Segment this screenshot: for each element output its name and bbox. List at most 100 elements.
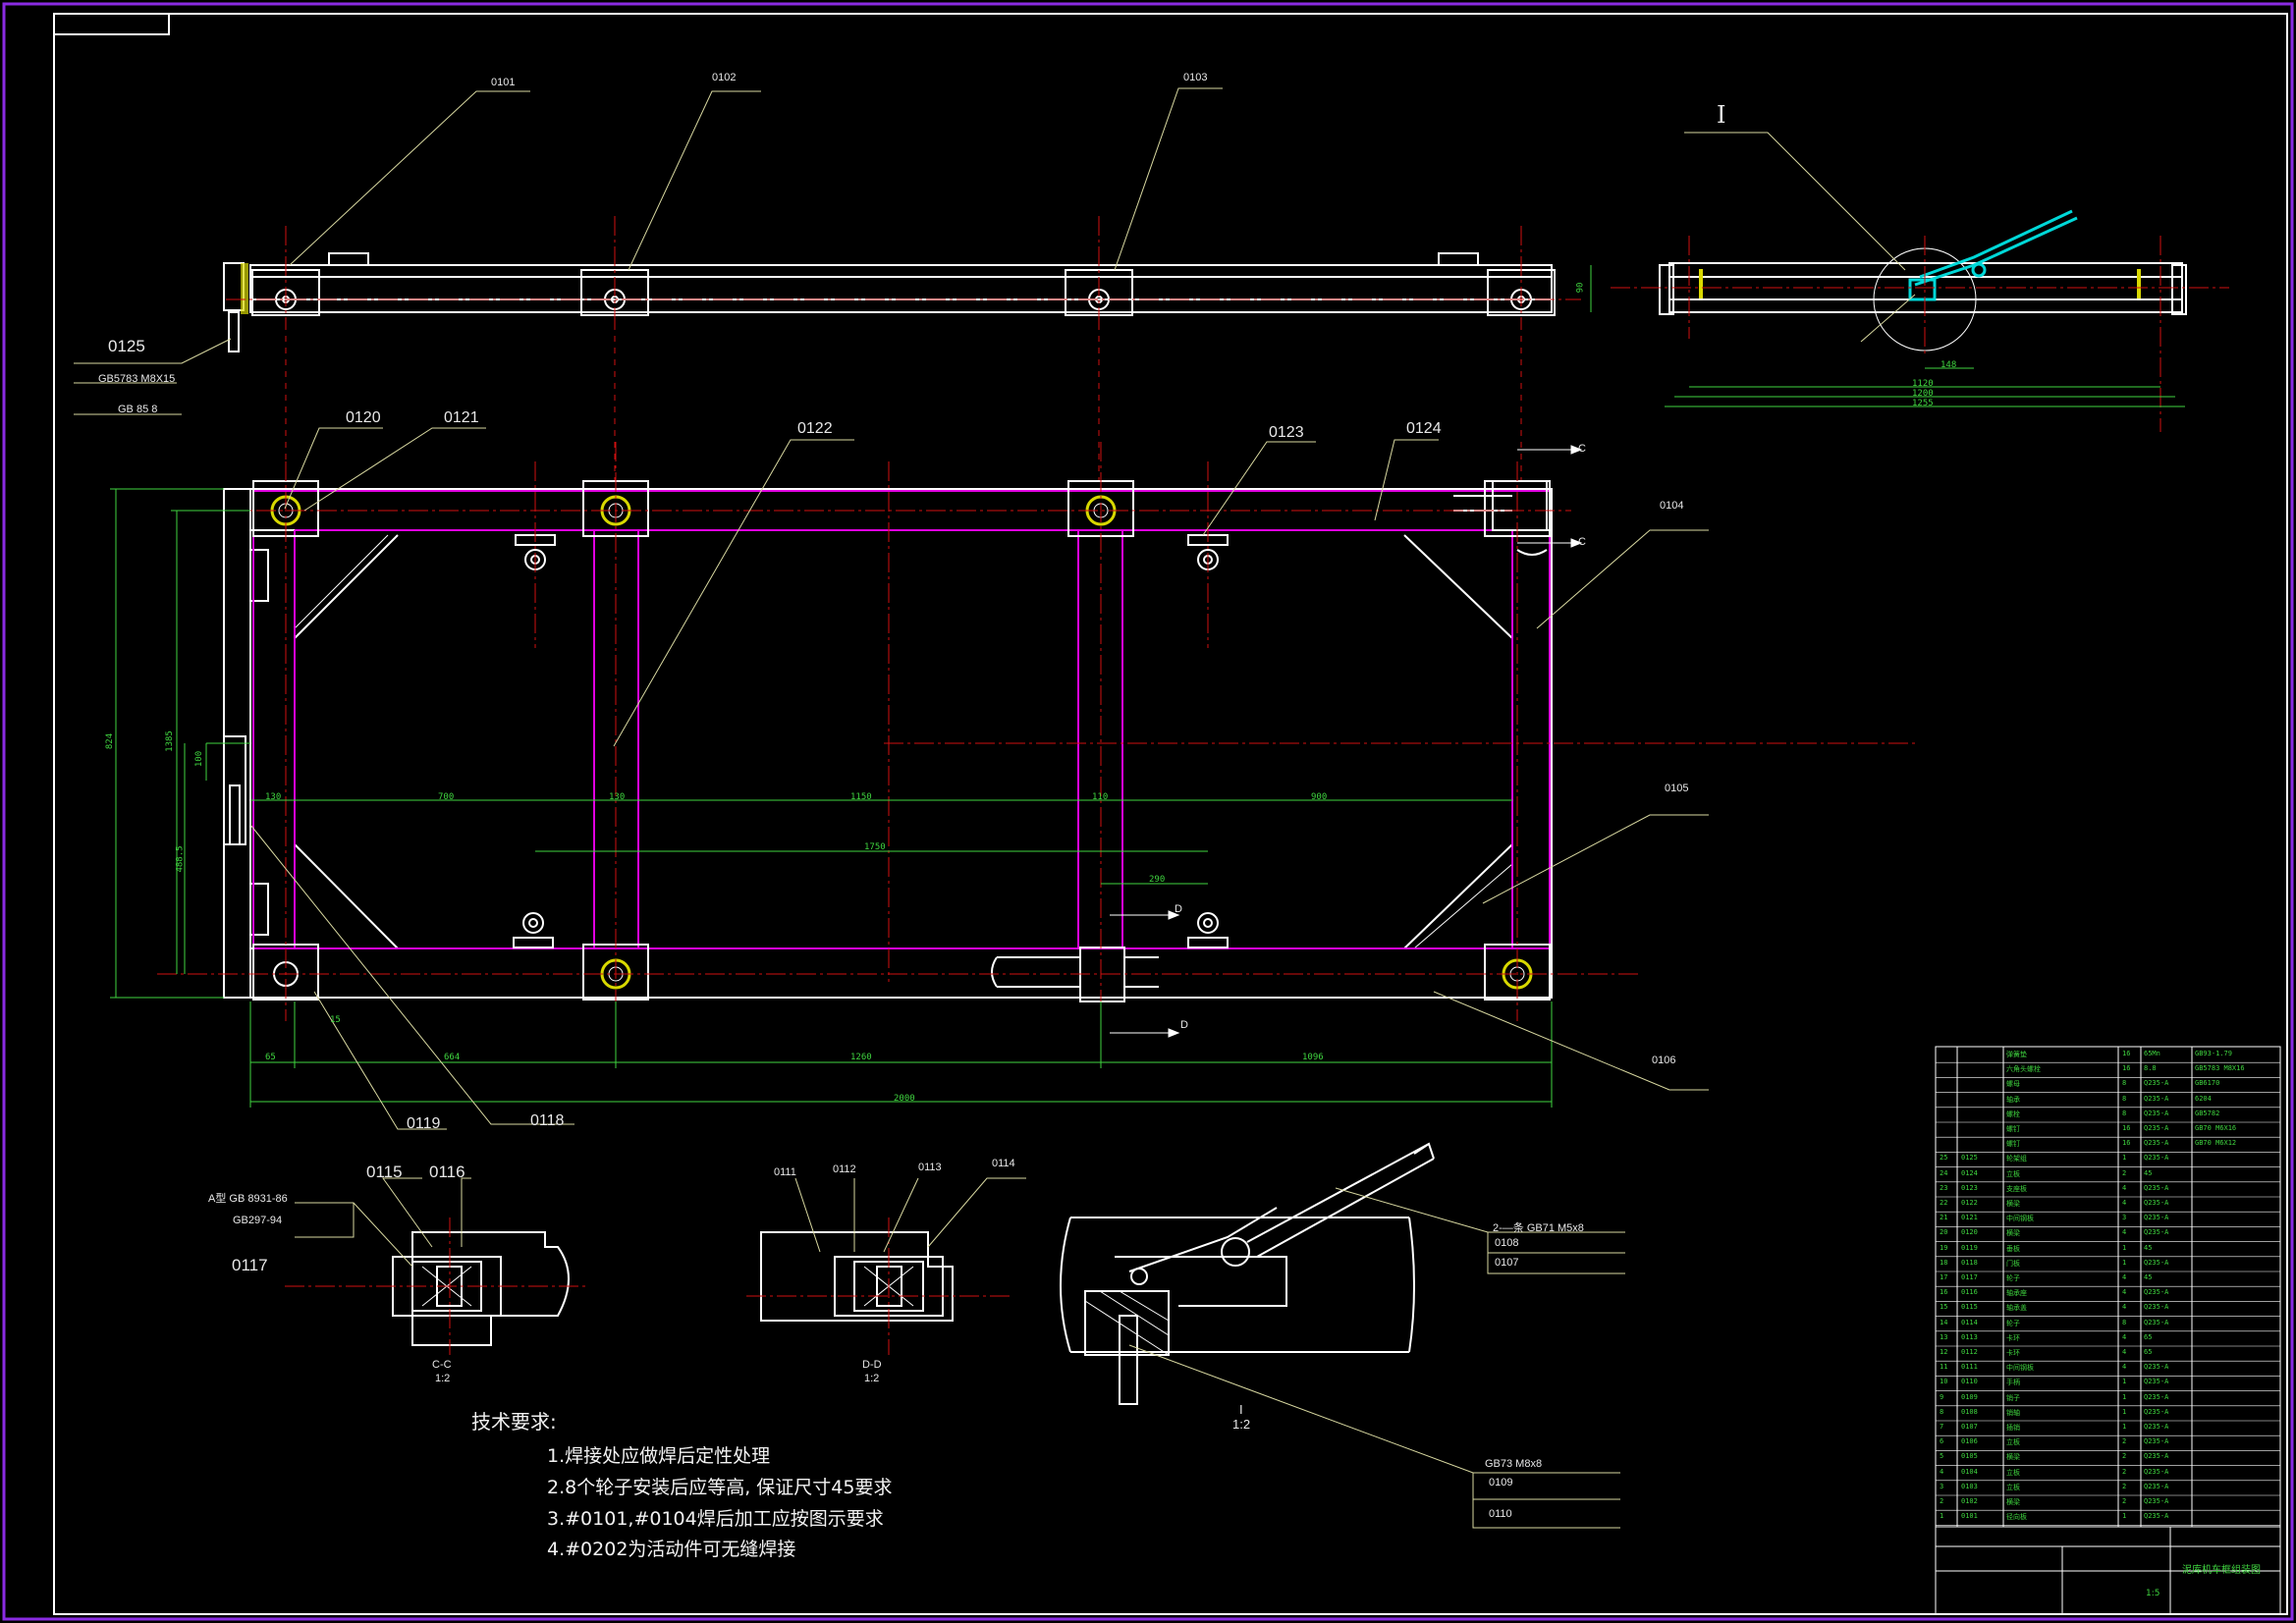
- bom-cell: 8: [2122, 1109, 2127, 1117]
- bom-cell: 销子: [2006, 1393, 2020, 1402]
- bom-cell: 12: [1940, 1348, 1948, 1356]
- bom-cell: 横梁: [2006, 1453, 2020, 1462]
- tech-requirement-4: 4.#0202为活动件可无缝焊接: [547, 1539, 796, 1560]
- bom-cell: 0123: [1961, 1183, 1978, 1192]
- bom-cell: Q235-A: [2144, 1363, 2169, 1372]
- dim-700: 700: [438, 792, 455, 802]
- bom-cell: 8: [2122, 1318, 2127, 1326]
- lock-mechanisms: [223, 480, 1548, 1002]
- bom-cell: 11: [1940, 1363, 1948, 1372]
- lifting-lugs: [513, 534, 1229, 948]
- part-label-0114: 0114: [992, 1158, 1015, 1169]
- part-label-0124: 0124: [1406, 420, 1442, 437]
- part-label-0107: 0107: [1495, 1257, 1519, 1269]
- bom-cell: Q235-A: [2144, 1124, 2169, 1132]
- bom-cell: GB5782: [2195, 1109, 2220, 1117]
- bom-cell: Q235-A: [2144, 1139, 2169, 1148]
- bom-cell: 1: [2122, 1378, 2127, 1386]
- bom-cell: 18: [1940, 1258, 1948, 1267]
- corner-wheel-blocks: [252, 480, 1551, 1001]
- bom-cell: 1: [2122, 1392, 2127, 1401]
- part-label-0113: 0113: [918, 1162, 942, 1173]
- bom-cell: 2: [1940, 1497, 1944, 1505]
- bom-cell: GB70 M6X16: [2195, 1124, 2237, 1132]
- dim-1385: 1385: [164, 730, 175, 752]
- bom-cell: Q235-A: [2144, 1228, 2169, 1237]
- bom-cell: 14: [1940, 1318, 1948, 1326]
- dim-1120: 1120: [1912, 379, 1934, 389]
- bom-cell: 支座板: [2006, 1184, 2027, 1193]
- dim-65: 65: [265, 1053, 276, 1062]
- bom-cell: 0121: [1961, 1214, 1978, 1222]
- dim-664: 664: [444, 1053, 461, 1062]
- bom-cell: 立板: [2006, 1483, 2020, 1491]
- dim-130a: 130: [265, 792, 282, 802]
- part-label-0118: 0118: [530, 1112, 565, 1129]
- bom-cell: Q235-A: [2144, 1288, 2169, 1297]
- sheet-border-inner: [53, 13, 2288, 1615]
- bom-cell: 0103: [1961, 1482, 1978, 1490]
- dim-130b: 130: [609, 792, 626, 802]
- top-view-centerlines: [226, 216, 1581, 324]
- section-arrow-d-bottom: D: [1180, 1019, 1188, 1031]
- dim-1260: 1260: [850, 1053, 872, 1062]
- bom-cell: 16: [2122, 1139, 2131, 1148]
- tech-requirement-1: 1.焊接处应做焊后定性处理: [547, 1445, 771, 1467]
- bom-cell: 65Mn: [2144, 1050, 2160, 1057]
- bom-cell: 径向板: [2006, 1513, 2027, 1522]
- bom-row-lines: [1936, 1061, 2280, 1526]
- bom-cell: 65: [2144, 1348, 2153, 1356]
- bom-cell: 0107: [1961, 1423, 1978, 1431]
- bom-cell: 4: [2122, 1199, 2127, 1207]
- section-dd-title: D-D: [862, 1359, 882, 1371]
- bom-cell: 插销: [2006, 1424, 2020, 1432]
- bom-cell: 轴承座: [2006, 1289, 2027, 1298]
- bom-cell: 22: [1940, 1199, 1948, 1207]
- bom-cell: 轮子: [2006, 1319, 2020, 1327]
- bom-cell: 0109: [1961, 1392, 1978, 1401]
- bom-cell: Q235-A: [2144, 1094, 2169, 1103]
- bom-cell: Q235-A: [2144, 1303, 2169, 1312]
- bom-cell: 21: [1940, 1214, 1948, 1222]
- std-part-gb5783: GB5783 M8X15: [98, 373, 176, 385]
- bom-cell: 4: [2122, 1332, 2127, 1341]
- part-label-0121: 0121: [444, 409, 479, 426]
- detail-i-scale-name: I: [1239, 1402, 1243, 1417]
- bom-cell: 0113: [1961, 1332, 1978, 1341]
- bom-cell: 8: [2122, 1079, 2127, 1088]
- part-label-0106: 0106: [1652, 1055, 1676, 1066]
- side-view-handle: [1908, 209, 2078, 301]
- bom-cell: 2: [2122, 1168, 2127, 1177]
- bom-cell: 0104: [1961, 1467, 1978, 1476]
- section-arrow-c-bottom: C: [1578, 536, 1586, 548]
- section-dd-scale: 1:2: [864, 1373, 880, 1384]
- bom-cell: 0118: [1961, 1258, 1978, 1267]
- section-arrow-d-top: D: [1175, 903, 1182, 915]
- bom-cell: Q235-A: [2144, 1407, 2169, 1416]
- bom-cell: Q235-A: [2144, 1482, 2169, 1490]
- part-label-0101: 0101: [491, 77, 516, 88]
- bom-cell: 门板: [2006, 1259, 2020, 1268]
- bom-cell: GB6170: [2195, 1079, 2220, 1088]
- bom-cell: 4: [2122, 1303, 2127, 1312]
- bom-cell: Q235-A: [2144, 1109, 2169, 1117]
- tech-requirements-title: 技术要求:: [471, 1410, 557, 1434]
- bom-cell: 10: [1940, 1378, 1948, 1386]
- side-view-yellow: [1699, 269, 2141, 298]
- bom-cell: Q235-A: [2144, 1423, 2169, 1431]
- bom-cell: 19: [1940, 1243, 1948, 1252]
- bom-cell: 横梁: [2006, 1200, 2020, 1208]
- dim-110: 110: [1092, 792, 1109, 802]
- bom-cell: 0115: [1961, 1303, 1978, 1312]
- dim-1200: 1200: [1912, 389, 1934, 399]
- bom-cell: Q235-A: [2144, 1467, 2169, 1476]
